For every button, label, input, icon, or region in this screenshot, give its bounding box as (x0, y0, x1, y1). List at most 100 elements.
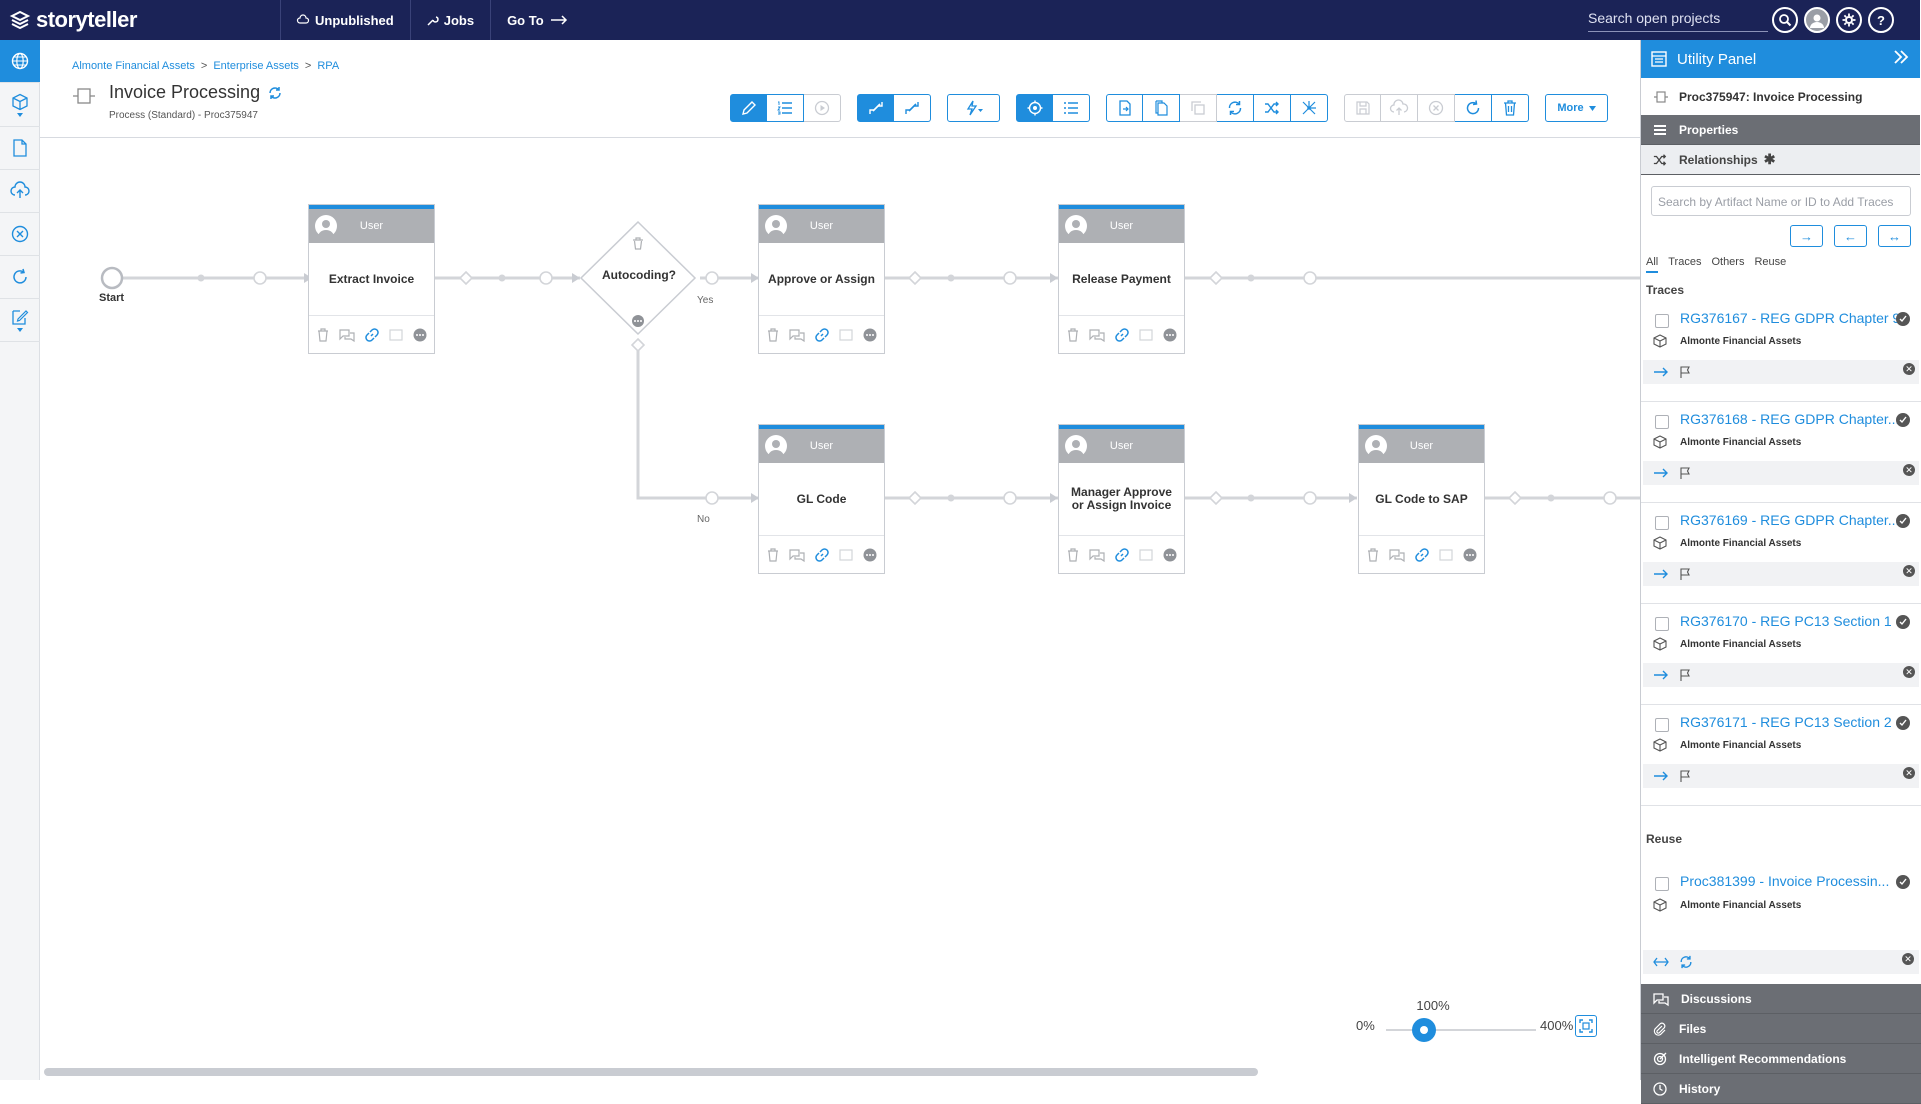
more-icon[interactable] (1163, 548, 1177, 562)
zoom-slider-thumb[interactable] (1411, 1018, 1436, 1042)
link-icon[interactable] (1114, 327, 1129, 342)
more-icon[interactable] (863, 548, 877, 562)
discussion-icon[interactable] (1088, 328, 1105, 342)
trash-icon[interactable] (1367, 547, 1379, 562)
goto-button[interactable]: Go To (490, 0, 584, 40)
duplicate-button[interactable] (1180, 94, 1217, 122)
trace-link[interactable]: RG376168 - REG GDPR Chapter... (1680, 411, 1900, 427)
link-icon[interactable] (1414, 547, 1429, 562)
trace-link[interactable]: RG376167 - REG GDPR Chapter 9 (1680, 310, 1901, 326)
gear-icon[interactable] (1836, 7, 1862, 33)
discussion-icon[interactable] (1088, 548, 1105, 562)
copy-button[interactable] (1143, 94, 1180, 122)
fit-to-screen-button[interactable] (1575, 1015, 1597, 1037)
link-icon[interactable] (1114, 547, 1129, 562)
more-icon[interactable] (413, 328, 427, 342)
discussion-icon[interactable] (1388, 548, 1405, 562)
discard-button[interactable] (1418, 94, 1455, 122)
trash-icon[interactable] (317, 327, 329, 342)
more-icon[interactable] (863, 328, 877, 342)
image-icon[interactable] (838, 548, 853, 561)
sidebar-item-artifacts[interactable] (0, 83, 40, 127)
trash-icon[interactable] (767, 327, 779, 342)
task-node[interactable]: User Extract Invoice (308, 204, 435, 354)
flag-icon[interactable] (1679, 669, 1691, 681)
discussion-icon[interactable] (788, 328, 805, 342)
trace-direction-to-icon[interactable] (1653, 569, 1669, 579)
link-icon[interactable] (814, 327, 829, 342)
help-icon[interactable]: ? (1868, 7, 1894, 33)
image-icon[interactable] (838, 328, 853, 341)
trace-direction-to-icon[interactable] (1653, 367, 1669, 377)
avatar[interactable] (1804, 7, 1830, 33)
random-button[interactable] (1254, 94, 1291, 122)
remove-trace-icon[interactable]: ✕ (1903, 767, 1915, 779)
relationships-section[interactable]: Relationships ✱ (1641, 145, 1920, 175)
process-canvas[interactable]: Start Autocoding? Yes No User Extract In… (40, 139, 1640, 1067)
reuse-link[interactable]: Proc381399 - Invoice Processin... (1680, 873, 1890, 889)
flag-icon[interactable] (1679, 568, 1691, 580)
trace-link[interactable]: RG376169 - REG GDPR Chapter... (1680, 512, 1900, 528)
trash-icon[interactable] (1067, 547, 1079, 562)
flag-icon[interactable] (1679, 770, 1691, 782)
sidebar-item-discard[interactable] (0, 213, 40, 256)
breadcrumb-subfolder[interactable]: RPA (317, 60, 340, 72)
trash-icon[interactable] (767, 547, 779, 562)
tab-reuse[interactable]: Reuse (1754, 256, 1787, 268)
search-icon[interactable] (1772, 7, 1798, 33)
trace-link[interactable]: RG376170 - REG PC13 Section 1 (1680, 613, 1892, 629)
simulate-button[interactable] (804, 94, 841, 122)
trash-icon[interactable] (1067, 327, 1079, 342)
image-icon[interactable] (1138, 328, 1153, 341)
sidebar-item-globe[interactable] (0, 40, 40, 83)
breadcrumb-folder[interactable]: Enterprise Assets (213, 60, 299, 72)
trace-bidirectional-icon[interactable] (1653, 957, 1669, 967)
unpublished-button[interactable]: Unpublished (280, 0, 410, 40)
task-node[interactable]: User GL Code to SAP (1358, 424, 1485, 574)
task-node[interactable]: User Manager Approve or Assign Invoice (1058, 424, 1185, 574)
sidebar-item-publish[interactable] (0, 170, 40, 213)
discussion-icon[interactable] (338, 328, 355, 342)
decision-label[interactable]: Autocoding? (602, 268, 676, 282)
collapse-panel-icon[interactable] (1892, 48, 1910, 66)
refresh-button[interactable] (1455, 94, 1492, 122)
generate-dropdown-button[interactable] (947, 94, 1000, 122)
delete-button[interactable] (1492, 94, 1529, 122)
more-icon[interactable] (1463, 548, 1477, 562)
zoom-track[interactable] (1386, 1029, 1536, 1031)
task-node[interactable]: User Release Payment (1058, 204, 1185, 354)
image-icon[interactable] (388, 328, 403, 341)
trace-direction-to-icon[interactable] (1653, 670, 1669, 680)
flag-icon[interactable] (1679, 467, 1691, 479)
link-icon[interactable] (364, 327, 379, 342)
properties-section[interactable]: Properties (1641, 115, 1920, 145)
outline-view-button[interactable] (1053, 94, 1090, 122)
sidebar-item-document[interactable] (0, 127, 40, 170)
files-section[interactable]: Files (1641, 1014, 1921, 1044)
tab-all[interactable]: All (1646, 256, 1659, 273)
jobs-button[interactable]: Jobs (409, 0, 490, 40)
tab-others[interactable]: Others (1711, 256, 1745, 268)
trace-from-button[interactable]: ← (1834, 225, 1867, 247)
history-section[interactable]: History (1641, 1074, 1921, 1104)
generate-steps-button[interactable] (857, 94, 894, 122)
generate-tests-button[interactable] (894, 94, 931, 122)
trace-search-input[interactable]: Search by Artifact Name or ID to Add Tra… (1651, 186, 1911, 216)
trace-direction-to-icon[interactable] (1653, 468, 1669, 478)
trace-link[interactable]: RG376171 - REG PC13 Section 2 (1680, 714, 1892, 730)
remove-trace-icon[interactable]: ✕ (1903, 363, 1915, 375)
tab-traces[interactable]: Traces (1668, 256, 1702, 268)
trace-checkbox[interactable] (1655, 516, 1669, 530)
reuse-button[interactable] (1217, 94, 1254, 122)
sidebar-item-refresh[interactable] (0, 256, 40, 299)
focus-view-button[interactable] (1016, 94, 1053, 122)
image-icon[interactable] (1438, 548, 1453, 561)
remove-reuse-icon[interactable]: ✕ (1902, 953, 1914, 965)
trace-to-button[interactable]: → (1790, 225, 1823, 247)
sidebar-item-edit[interactable] (0, 299, 40, 342)
breadcrumb-project[interactable]: Almonte Financial Assets (72, 60, 195, 72)
search-input[interactable]: Search open projects (1588, 8, 1768, 32)
trace-checkbox[interactable] (1655, 314, 1669, 328)
remove-trace-icon[interactable]: ✕ (1903, 666, 1915, 678)
reuse-checkbox[interactable] (1655, 877, 1669, 891)
